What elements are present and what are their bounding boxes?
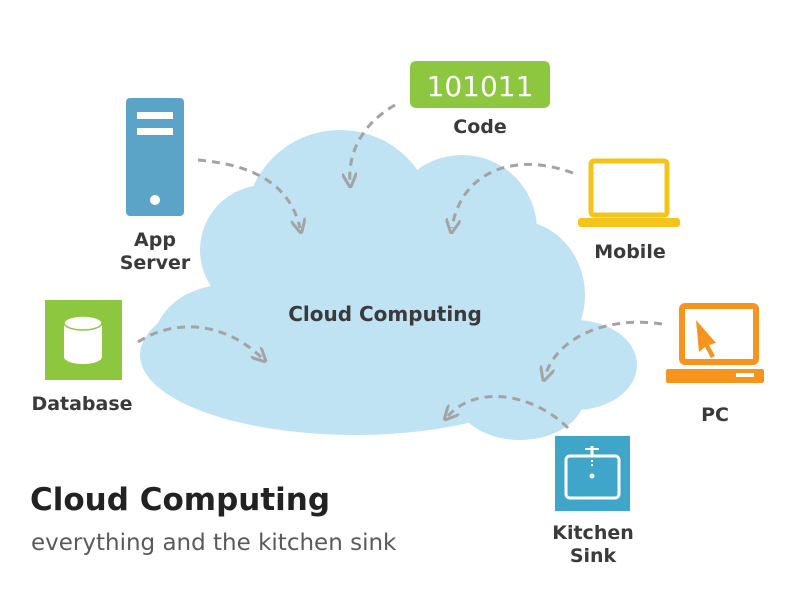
code-digits: 101011: [427, 70, 534, 103]
pc-label: PC: [701, 404, 729, 426]
arrow-kitchen-sink: [448, 395, 570, 430]
binary-code-icon: 101011: [410, 61, 550, 108]
database-icon: [45, 300, 122, 380]
diagram-title: Cloud Computing: [30, 482, 331, 518]
kitchen-sink-label-line2: Sink: [569, 545, 617, 567]
arrow-database: [137, 325, 262, 358]
mobile-label: Mobile: [594, 241, 666, 263]
desktop-computer-icon: [666, 303, 764, 383]
kitchen-sink-label: Kitchen Sink: [543, 522, 643, 568]
diagram-subtitle: everything and the kitchen sink: [31, 530, 397, 556]
database-label: Database: [31, 393, 133, 415]
arrow-app-server: [197, 158, 300, 228]
cloud-center-label: Cloud Computing: [288, 302, 482, 326]
app-server-label-line1: App: [134, 229, 176, 251]
connector-arrows: [137, 103, 663, 430]
app-server-label-line2: Server: [119, 252, 191, 274]
kitchen-sink-icon: [555, 436, 630, 511]
cloud-shape: [140, 130, 637, 440]
arrow-code: [350, 103, 396, 182]
app-server-label: App Server: [105, 229, 205, 275]
laptop-icon: [578, 158, 680, 227]
server-icon: [126, 98, 184, 216]
code-label: Code: [453, 116, 507, 138]
kitchen-sink-label-line1: Kitchen: [552, 522, 634, 544]
arrow-pc: [545, 320, 663, 376]
